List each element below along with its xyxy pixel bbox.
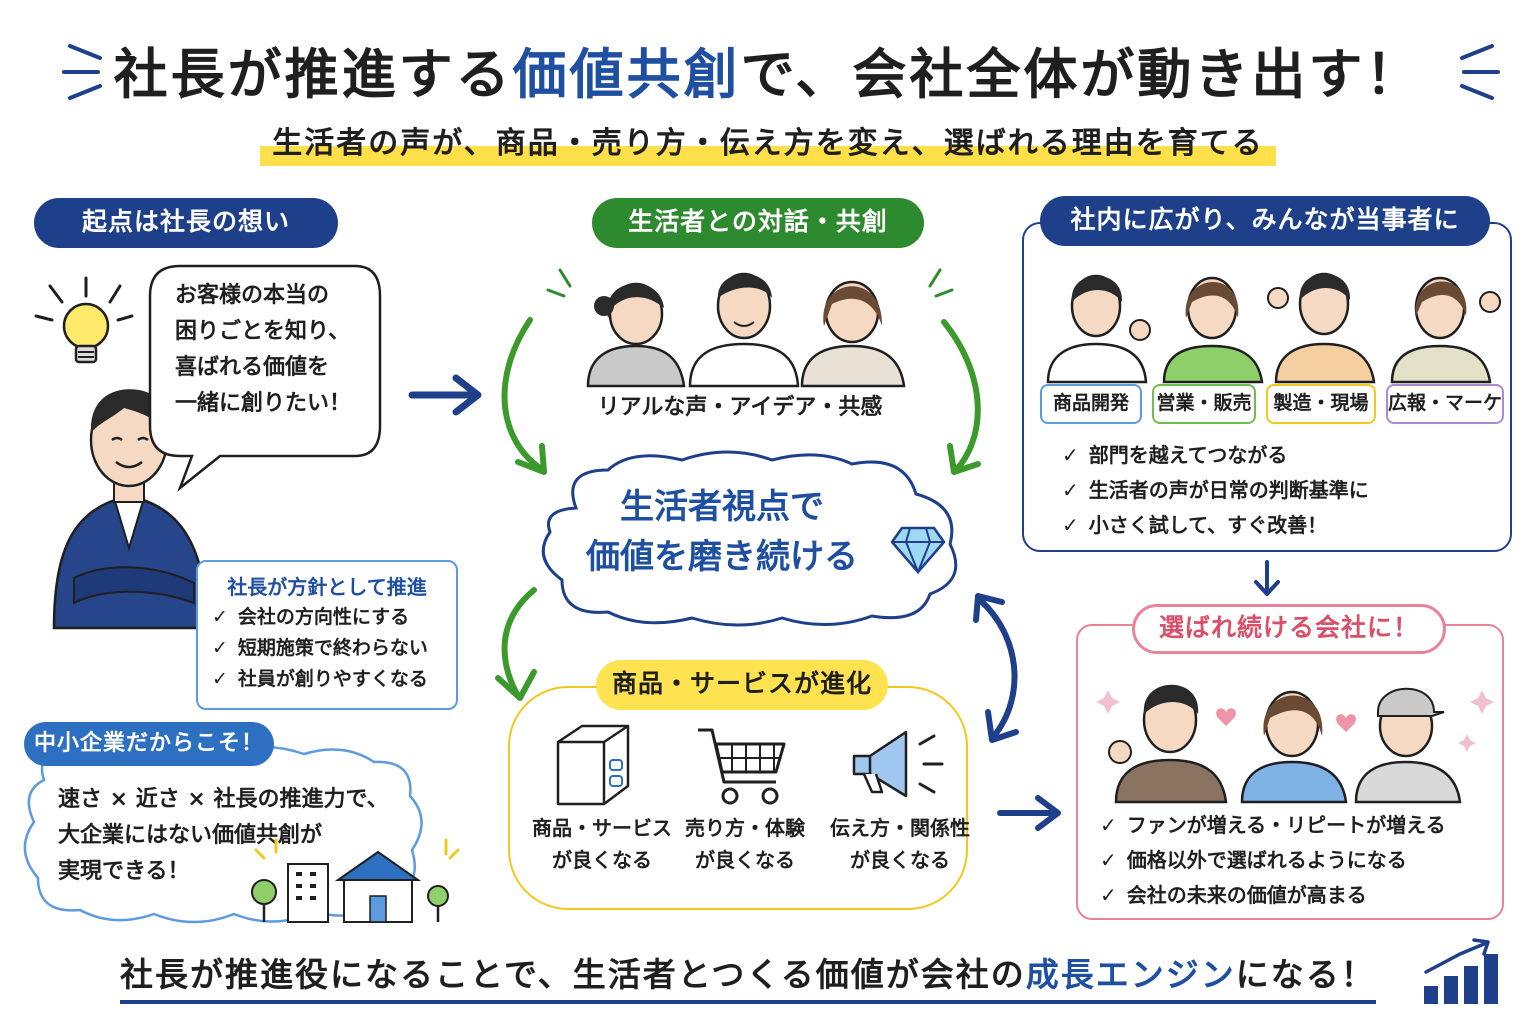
main-title: 社長が推進する価値共創で、会社全体が動き出す！ bbox=[113, 43, 1423, 106]
chosen-item: ファンが増える・リピートが増える bbox=[1100, 808, 1446, 843]
center-message: 生活者視点で 価値を磨き続ける bbox=[586, 487, 858, 577]
megaphone-icon bbox=[852, 730, 944, 798]
spread-item: 生活者の声が日常の判断基準に bbox=[1062, 473, 1369, 508]
speech-bubble-text: お客様の本当の 困りごとを知り、 喜ばれる価値を 一緒に創りたい！ bbox=[175, 283, 352, 416]
dept-label: 製造・現場 bbox=[1266, 384, 1376, 424]
dialogue-caption: リアルな声・アイデア・共感 bbox=[597, 395, 883, 420]
diamond-icon bbox=[890, 526, 946, 575]
spread-pill: 社内に広がり、みんなが当事者に bbox=[1040, 196, 1490, 246]
policy-item: 会社の方向性にする bbox=[212, 602, 442, 633]
growth-chart-icon bbox=[1424, 938, 1498, 1004]
dept-label: 商品開発 bbox=[1040, 384, 1142, 424]
dialogue-pill: 生活者との対話・共創 bbox=[592, 198, 924, 248]
sparkle-lines-left-icon bbox=[62, 44, 102, 100]
policy-item: 短期施策で終わらない bbox=[212, 633, 442, 664]
subtitle: 生活者の声が、商品・売り方・伝え方を変え、選ばれる理由を育てる bbox=[0, 118, 1536, 166]
evolution-item: 伝え方・関係性 が良くなる bbox=[830, 816, 970, 872]
spread-item: 小さく試して、すぐ改善！ bbox=[1062, 508, 1369, 543]
chosen-pill: 選ばれ続ける会社に！ bbox=[1132, 604, 1446, 654]
footer-highlight: 成長エンジン bbox=[1025, 955, 1236, 994]
sme-pill: 中小企業だからこそ！ bbox=[24, 722, 274, 766]
fans-illustration bbox=[1096, 684, 1494, 804]
dept-label: 広報・マーケ bbox=[1386, 384, 1504, 424]
evolution-item: 売り方・体験 が良くなる bbox=[685, 816, 805, 872]
center-cloud-shape bbox=[541, 450, 958, 627]
sparkle-lines-right-icon bbox=[1460, 44, 1500, 100]
policy-item: 社員が創りやすくなる bbox=[212, 664, 442, 695]
town-illustration bbox=[251, 838, 460, 923]
title-highlight: 価値共創 bbox=[512, 43, 741, 106]
footer-message: 社長が推進役になることで、生活者とつくる価値が会社の成長エンジンになる！ bbox=[120, 948, 1376, 1004]
chosen-item: 価格以外で選ばれるようになる bbox=[1100, 843, 1446, 878]
origin-pill: 起点は社長の想い bbox=[34, 198, 338, 248]
arrow-right-icon bbox=[408, 374, 482, 416]
box-icon bbox=[556, 724, 630, 806]
policy-list: 会社の方向性にする 短期施策で終わらない 社員が創りやすくなる bbox=[212, 602, 442, 695]
green-cycle-arrows bbox=[495, 317, 981, 701]
dept-label: 営業・販売 bbox=[1152, 384, 1256, 424]
chosen-list: ファンが増える・リピートが増える 価格以外で選ばれるようになる 会社の未来の価値… bbox=[1100, 808, 1446, 913]
sme-text: 速さ × 近さ × 社長の推進力で、 大企業にはない価値共創が 実現できる！ bbox=[58, 787, 389, 884]
staff-illustration bbox=[1046, 272, 1501, 384]
spread-item: 部門を越えてつながる bbox=[1062, 438, 1369, 473]
spread-list: 部門を越えてつながる 生活者の声が日常の判断基準に 小さく試して、すぐ改善！ bbox=[1062, 438, 1369, 543]
president-illustration bbox=[52, 389, 211, 630]
lightbulb-icon bbox=[34, 276, 134, 364]
double-arrow-icon bbox=[973, 593, 1019, 743]
chosen-item: 会社の未来の価値が高まる bbox=[1100, 878, 1446, 913]
evolution-item: 商品・サービス が良くなる bbox=[532, 816, 672, 872]
policy-title: 社長が方針として推進 bbox=[227, 575, 427, 599]
cart-icon bbox=[698, 728, 786, 805]
arrow-down-icon bbox=[1254, 560, 1280, 596]
evolution-pill: 商品・サービスが進化 bbox=[596, 660, 888, 710]
speech-bubble-shape bbox=[148, 264, 382, 492]
dialogue-people-illustration bbox=[546, 268, 954, 388]
policy-box: 社長が方針として推進 会社の方向性にする 短期施策で終わらない 社員が創りやすく… bbox=[196, 560, 458, 710]
arrow-right-icon bbox=[997, 795, 1061, 831]
